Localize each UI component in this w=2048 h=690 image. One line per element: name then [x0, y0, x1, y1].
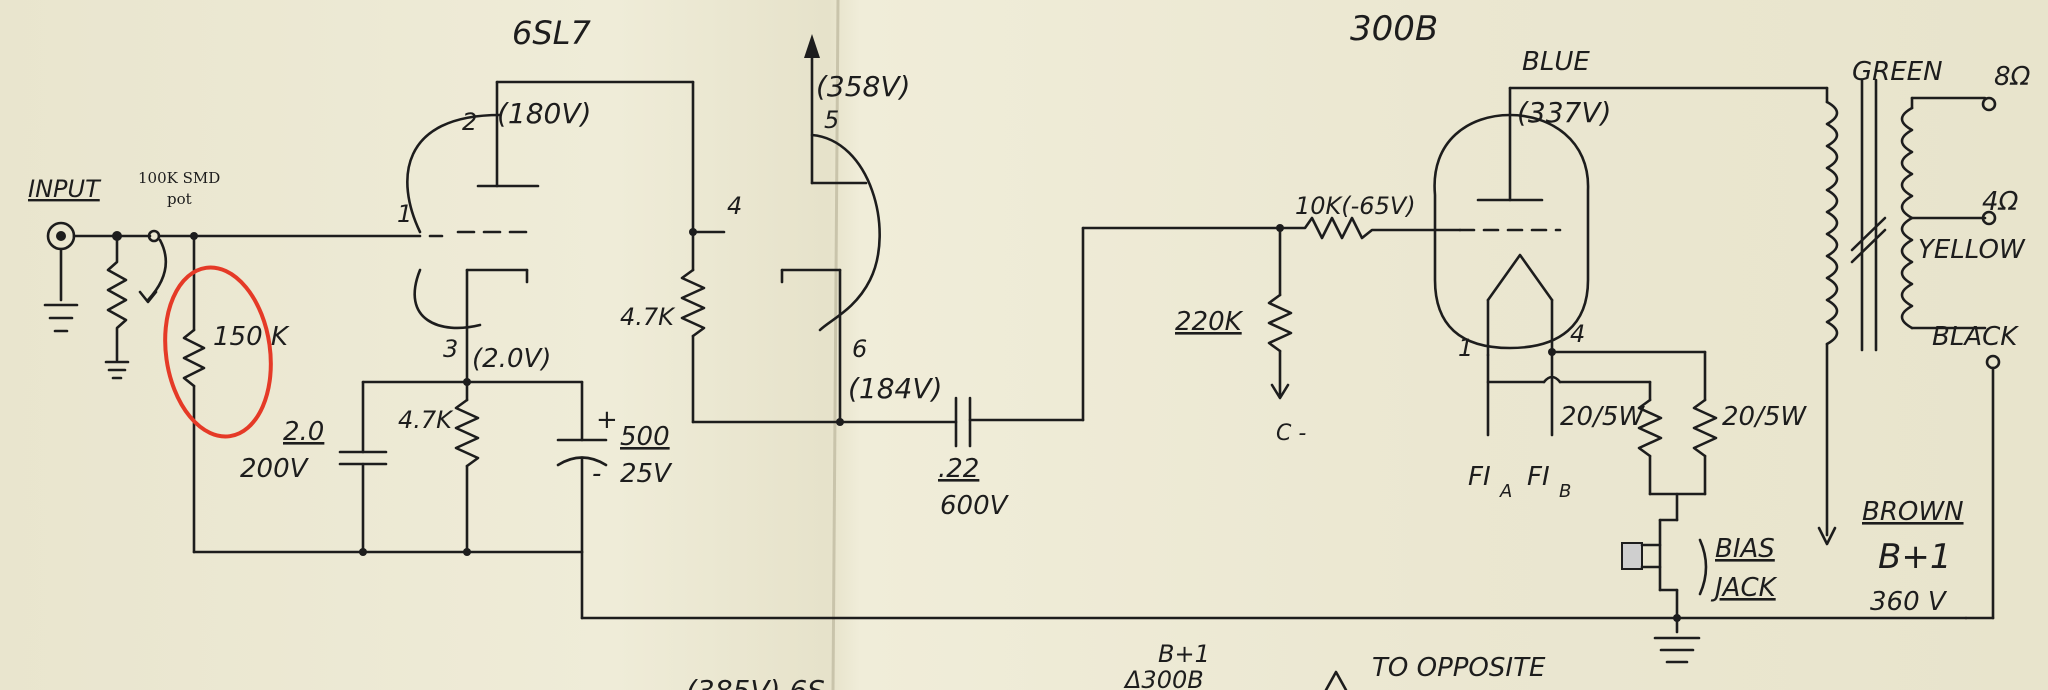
fia-sub-label: A [1499, 481, 1512, 502]
bottom-300b-label: Δ300B [1123, 666, 1204, 690]
pin-6-label: 6 [852, 335, 867, 363]
plus-label: + [596, 405, 618, 435]
r47b-label: 4.7K [620, 303, 676, 331]
r20a-label: 20/5W [1560, 402, 1645, 432]
page-fold [831, 0, 840, 690]
v2-label: (2.0V) [472, 344, 551, 374]
green-label: GREEN [1852, 57, 1943, 87]
pot-label-1: 100K SMD [138, 169, 220, 187]
bias-jack [1621, 518, 1708, 664]
bias-label: BIAS [1715, 534, 1775, 564]
bplus-label: B+1 [1878, 537, 1951, 577]
c2a-label: 500 [620, 422, 670, 452]
labels: 6SL7 300B INPUT 100K SMD pot 150 K 1 2 (… [28, 9, 2031, 690]
v360-label: 360 V [1870, 587, 1948, 617]
yellow-label: YELLOW [1918, 235, 2026, 265]
jack-label: JACK [1710, 573, 1778, 603]
coupling-cap [838, 226, 1282, 448]
input-label: INPUT [28, 175, 102, 203]
r-150k-label: 150 K [213, 322, 290, 352]
out-8-label: 8Ω [1994, 62, 2031, 92]
output-transformer [1817, 78, 2001, 620]
cathode-network [192, 378, 1968, 622]
c2b-label: 25V [620, 459, 673, 489]
c3a-label: .22 [938, 454, 979, 484]
c-minus-label: C - [1276, 421, 1306, 446]
tube-300b-label: 300B [1350, 9, 1438, 49]
tube-6sl7-section1 [406, 80, 695, 384]
out-4-label: 4Ω [1982, 187, 2019, 217]
bottom-385-label: (385V) 6S [686, 674, 825, 690]
pin-4-label: 4 [727, 192, 742, 220]
red-highlight-circle [163, 265, 273, 439]
v337-label: (337V) [1517, 96, 1611, 129]
v180-label: (180V) [497, 97, 591, 130]
bottom-bplus-label: B+1 [1158, 640, 1210, 668]
input-jack [43, 221, 119, 333]
v358-label: (358V) [816, 70, 910, 103]
tube-300b [1433, 86, 1829, 522]
volume-pot [104, 229, 198, 380]
pin-5-label: 5 [824, 106, 839, 134]
r47a-label: 4.7K [398, 406, 454, 434]
grid-resistors-300b [1267, 216, 1462, 400]
to-opposite-label: TO OPPOSITE [1372, 653, 1546, 683]
pin-2-label: 2 [462, 108, 477, 136]
pin-1-300b-label: 1 [1458, 334, 1473, 362]
black-label: BLACK [1932, 322, 2019, 352]
blue-label: BLUE [1522, 47, 1590, 77]
grid-resistor-150k [182, 234, 206, 554]
pot-label-2: pot [167, 190, 192, 208]
fia-label: FI [1468, 462, 1491, 492]
fib-label: FI [1527, 462, 1550, 492]
fib-sub-label: B [1559, 481, 1571, 502]
pin-3-label: 3 [443, 335, 458, 363]
r220k-label: 220K [1175, 307, 1244, 337]
tube-6sl7-label: 6SL7 [512, 14, 592, 52]
r20b-label: 20/5W [1722, 402, 1807, 432]
c1a-label: 2.0 [283, 417, 324, 447]
r10k-label: 10K(-65V) [1295, 192, 1416, 220]
c1b-label: 200V [240, 454, 310, 484]
brown-label: BROWN [1862, 497, 1964, 527]
pin-1-label: 1 [397, 200, 412, 228]
minus-label: - [592, 459, 601, 489]
v184-label: (184V) [848, 372, 942, 405]
c3b-label: 600V [940, 491, 1010, 521]
pin-4-300b-label: 4 [1570, 320, 1585, 348]
